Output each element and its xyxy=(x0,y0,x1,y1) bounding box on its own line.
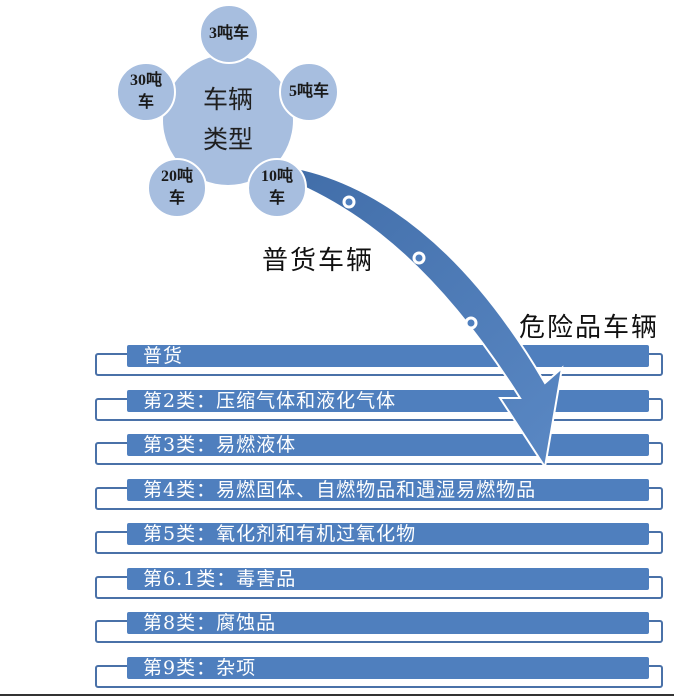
category-bar xyxy=(127,568,649,590)
node-3-ton: 3吨车 xyxy=(199,4,259,64)
hazardous-caption: 危险品车辆 xyxy=(519,313,660,343)
category-label: 第5类：氧化剂和有机过氧化物 xyxy=(143,523,417,545)
node-label: 10吨车 xyxy=(260,168,293,207)
category-bar xyxy=(127,612,649,634)
category-row: 第6.1类：毒害品 xyxy=(0,568,674,608)
category-label: 第3类：易燃液体 xyxy=(143,434,297,456)
bottom-rule xyxy=(0,694,674,696)
hub-label: 车辆类型 xyxy=(202,85,253,154)
arrow-shaft xyxy=(239,161,564,470)
category-label: 第4类：易燃固体、自燃物品和遇湿易燃物品 xyxy=(143,479,537,501)
category-label: 第8类：腐蚀品 xyxy=(143,612,277,634)
category-row: 第8类：腐蚀品 xyxy=(0,612,674,652)
node-label: 30吨车 xyxy=(129,72,162,111)
arrow-dot xyxy=(464,316,478,330)
category-row: 第4类：易燃固体、自燃物品和遇湿易燃物品 xyxy=(0,479,674,519)
category-label: 第6.1类：毒害品 xyxy=(143,568,297,590)
general-cargo-caption: 普货车辆 xyxy=(262,246,375,276)
category-bar xyxy=(127,434,649,456)
category-bar xyxy=(127,479,649,501)
node-label: 20吨车 xyxy=(160,168,193,207)
category-bar xyxy=(127,523,649,545)
node-20-ton: 20吨车 xyxy=(147,158,207,218)
category-label: 第9类：杂项 xyxy=(143,657,257,679)
arrow-dot xyxy=(412,251,426,265)
node-5-ton: 5吨车 xyxy=(279,62,339,122)
category-row: 第9类：杂项 xyxy=(0,657,674,697)
category-row: 第5类：氧化剂和有机过氧化物 xyxy=(0,523,674,563)
node-30-ton: 30吨车 xyxy=(116,62,176,122)
category-label: 普货 xyxy=(143,345,184,367)
node-10-ton: 10吨车 xyxy=(247,158,307,218)
category-row: 第3类：易燃液体 xyxy=(0,434,674,474)
node-label: 3吨车 xyxy=(209,25,250,42)
node-label: 5吨车 xyxy=(289,83,330,100)
category-label: 第2类：压缩气体和液化气体 xyxy=(143,390,397,412)
category-bar xyxy=(127,657,649,679)
arrow-dot xyxy=(342,195,356,209)
